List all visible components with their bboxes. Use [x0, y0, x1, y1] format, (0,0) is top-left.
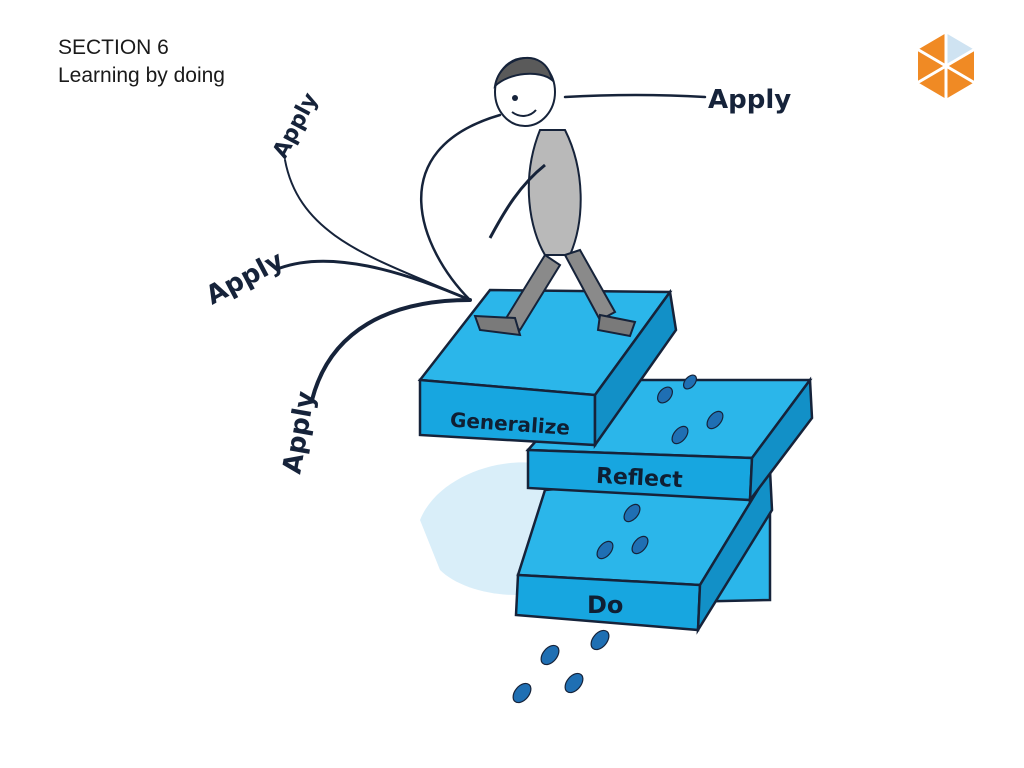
- footprints-icon: [512, 374, 724, 704]
- slide-title: Learning by doing: [58, 64, 225, 87]
- apply-label-middle-left: Apply: [201, 246, 289, 312]
- walking-person-illustration: [473, 56, 637, 338]
- step-do-label: Do: [587, 591, 623, 619]
- apply-label-lower-left: Apply: [277, 389, 321, 476]
- section-label: SECTION 6: [58, 36, 169, 59]
- apply-paths: [278, 93, 707, 402]
- hexagon-logo-icon: [916, 30, 976, 102]
- apply-label-upper-left: Apply: [268, 89, 323, 163]
- step-reflect-label: Reflect: [595, 464, 683, 494]
- slide-header: SECTION 6 Learning by doing: [58, 34, 225, 90]
- apply-label-top-right: Apply: [708, 85, 791, 115]
